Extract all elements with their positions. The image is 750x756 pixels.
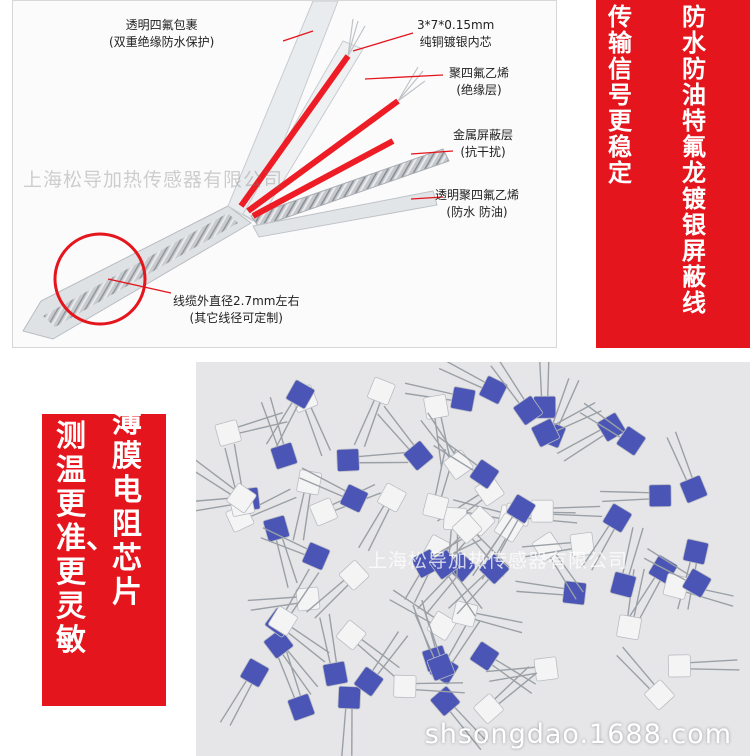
anno-line2: (绝缘层) <box>456 83 502 97</box>
anno-line2: (双重绝缘防水保护) <box>109 35 215 49</box>
sensor-chip <box>393 674 465 699</box>
anno-core: 3*7*0.15mm 纯铜镀银内芯 <box>417 17 494 51</box>
sensor-chip <box>430 686 488 751</box>
sensor-chip <box>299 467 369 513</box>
sensor-chip <box>262 515 298 588</box>
watermark-chips: 上海松导加热传感器有限公司 <box>368 550 629 572</box>
anno-line1: 透明聚四氟乙烯 <box>435 188 520 202</box>
watermark-cable: 上海松导加热传感器有限公司 <box>23 169 284 191</box>
sensor-chip <box>581 503 633 571</box>
sensor-chip <box>667 654 740 678</box>
footer-url: shsongdao.1688.com <box>424 719 732 750</box>
anno-ptfe-wrap: 透明四氟包裹 (双重绝缘防水保护) <box>109 17 214 51</box>
sensor-chip <box>260 527 331 571</box>
sensor-chip <box>616 646 675 710</box>
banner-bottom: 测温更准、更灵敏薄膜电阻芯片 <box>42 406 166 706</box>
sensor-chip <box>263 628 319 695</box>
sensor-chip <box>438 362 508 405</box>
sensor-chip <box>609 527 644 599</box>
sensor-chip <box>433 435 500 489</box>
sensor-chip <box>485 656 559 682</box>
sensor-chip <box>429 549 483 617</box>
sensor-chip <box>336 619 400 678</box>
banner-top-col-right: 防水防油特氟龙镀银屏蔽线 <box>682 3 706 317</box>
sensor-chip <box>600 484 672 508</box>
sensor-chip <box>451 600 523 634</box>
sensor-chip <box>473 666 538 724</box>
sensor-chip <box>666 431 708 504</box>
sensor-chip <box>337 685 362 756</box>
sensor-chip <box>358 482 407 552</box>
sensor-chip <box>556 412 627 462</box>
anno-line2: (其它线径可定制) <box>189 311 283 325</box>
sensor-chip <box>319 613 349 687</box>
sensor-chip <box>448 554 510 615</box>
sensor-chip <box>268 568 320 636</box>
anno-line1: 3*7*0.15mm <box>417 18 495 32</box>
sensor-chip <box>276 648 316 722</box>
banner-bottom-col-right: 薄膜电阻芯片 <box>112 405 142 610</box>
anno-fep: 聚四氟乙烯 (绝缘层) <box>449 65 509 99</box>
sensor-chip <box>515 580 587 606</box>
anno-ptfe-outer: 透明聚四氟乙烯 (防水 防油) <box>435 187 519 221</box>
chip-illustration <box>196 362 740 756</box>
sensor-chip <box>643 548 712 598</box>
cable-diagram-panel: 透明四氟包裹 (双重绝缘防水保护) 3*7*0.15mm 纯铜镀银内芯 聚四氟乙… <box>12 0 557 348</box>
sensor-chip <box>260 397 298 470</box>
banner-top-col-left: 传输信号更稳定 <box>608 3 632 187</box>
anno-line2: (抗干扰) <box>460 145 506 159</box>
sensor-chip <box>265 379 315 448</box>
chip-photo-panel: 上海松导加热传感器有限公司 shsongdao.1688.com <box>196 362 750 756</box>
anno-diameter: 线缆外直径2.7mm左右 (其它线径可定制) <box>173 293 299 327</box>
anno-line2: 纯铜镀银内芯 <box>419 35 492 49</box>
sensor-chip <box>336 448 409 472</box>
sensor-chip <box>530 499 603 523</box>
banner-top: 传输信号更稳定 防水防油特氟龙镀银屏蔽线 <box>596 0 750 348</box>
anno-line1: 金属屏蔽层 <box>453 128 514 142</box>
anno-line1: 聚四氟乙烯 <box>449 66 510 80</box>
sensor-chip <box>389 589 457 641</box>
sensor-chip <box>490 362 543 426</box>
cable-illustration <box>22 1 454 340</box>
banner-bottom-col-left: 测温更准、更灵敏 <box>56 419 116 658</box>
anno-line1: 线缆外直径2.7mm左右 <box>173 294 300 308</box>
sensor-chip <box>306 560 370 619</box>
sensor-chip <box>485 494 536 562</box>
anno-line1: 透明四氟包裹 <box>125 18 198 32</box>
anno-line2: (防水 防油) <box>446 205 508 219</box>
sensor-chip <box>377 405 434 471</box>
sensor-chip <box>353 376 396 448</box>
sensor-chip <box>579 402 647 456</box>
sensor-chip <box>353 631 409 697</box>
anno-shield: 金属屏蔽层 (抗干扰) <box>453 127 513 161</box>
sensor-chip <box>521 531 595 558</box>
sensor-chip <box>214 412 288 447</box>
sensor-chip <box>196 459 257 514</box>
sensor-chip <box>219 658 270 726</box>
sensor-chip <box>414 609 455 682</box>
